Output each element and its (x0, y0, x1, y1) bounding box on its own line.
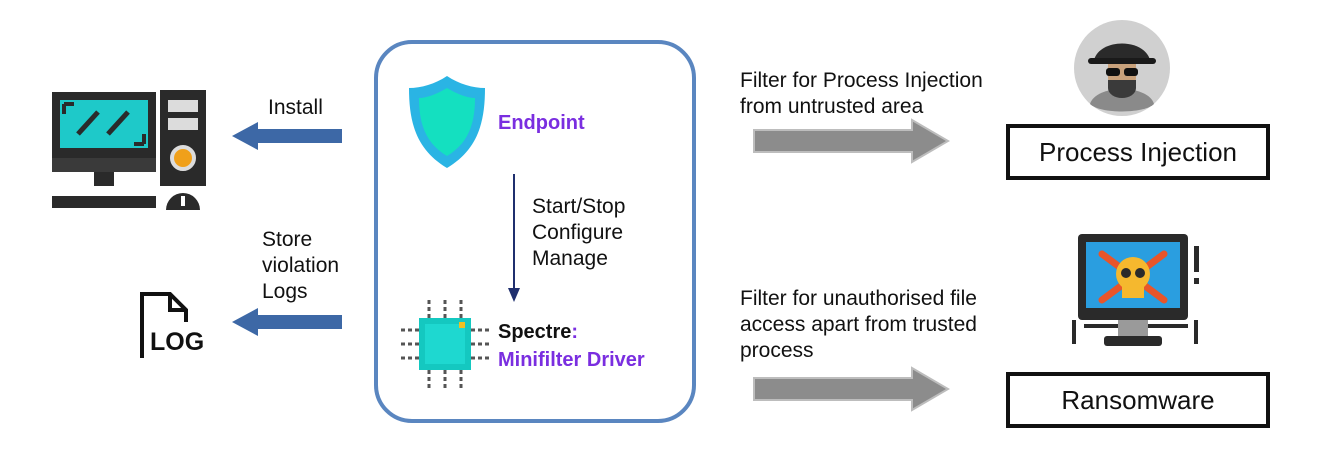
store-violation-logs-label: Store violation Logs (262, 228, 340, 303)
endpoint-label: Endpoint (498, 112, 585, 134)
ransomware-filter-arrow (753, 366, 950, 412)
install-label: Install (268, 96, 323, 119)
log-icon-text: LOG (150, 328, 204, 356)
control-arrow (508, 174, 520, 302)
shield-icon (409, 76, 485, 168)
store-logs-arrow (232, 308, 342, 336)
spectre-driver-label: Spectre: Minifilter Driver (498, 318, 645, 374)
endpoint-container (374, 40, 696, 423)
chip-icon (401, 300, 489, 388)
driver-subtitle: Minifilter Driver (498, 349, 645, 371)
infected-monitor-icon (1072, 234, 1199, 346)
control-actions-label: Start/Stop Configure Manage (532, 195, 626, 270)
driver-name: Spectre (498, 321, 572, 343)
process-injection-box: Process Injection (1006, 124, 1270, 180)
injection-filter-arrow (753, 118, 950, 164)
driver-colon: : (571, 321, 579, 343)
ransomware-box: Ransomware (1006, 372, 1270, 428)
filter-injection-label: Filter for Process Injection from untrus… (740, 69, 983, 118)
filter-unauthorised-label: Filter for unauthorised file access apar… (740, 287, 977, 362)
install-arrow (232, 122, 342, 150)
hacker-icon (1074, 20, 1170, 116)
desktop-computer-icon (52, 90, 206, 210)
log-file-icon: LOG (140, 292, 204, 358)
